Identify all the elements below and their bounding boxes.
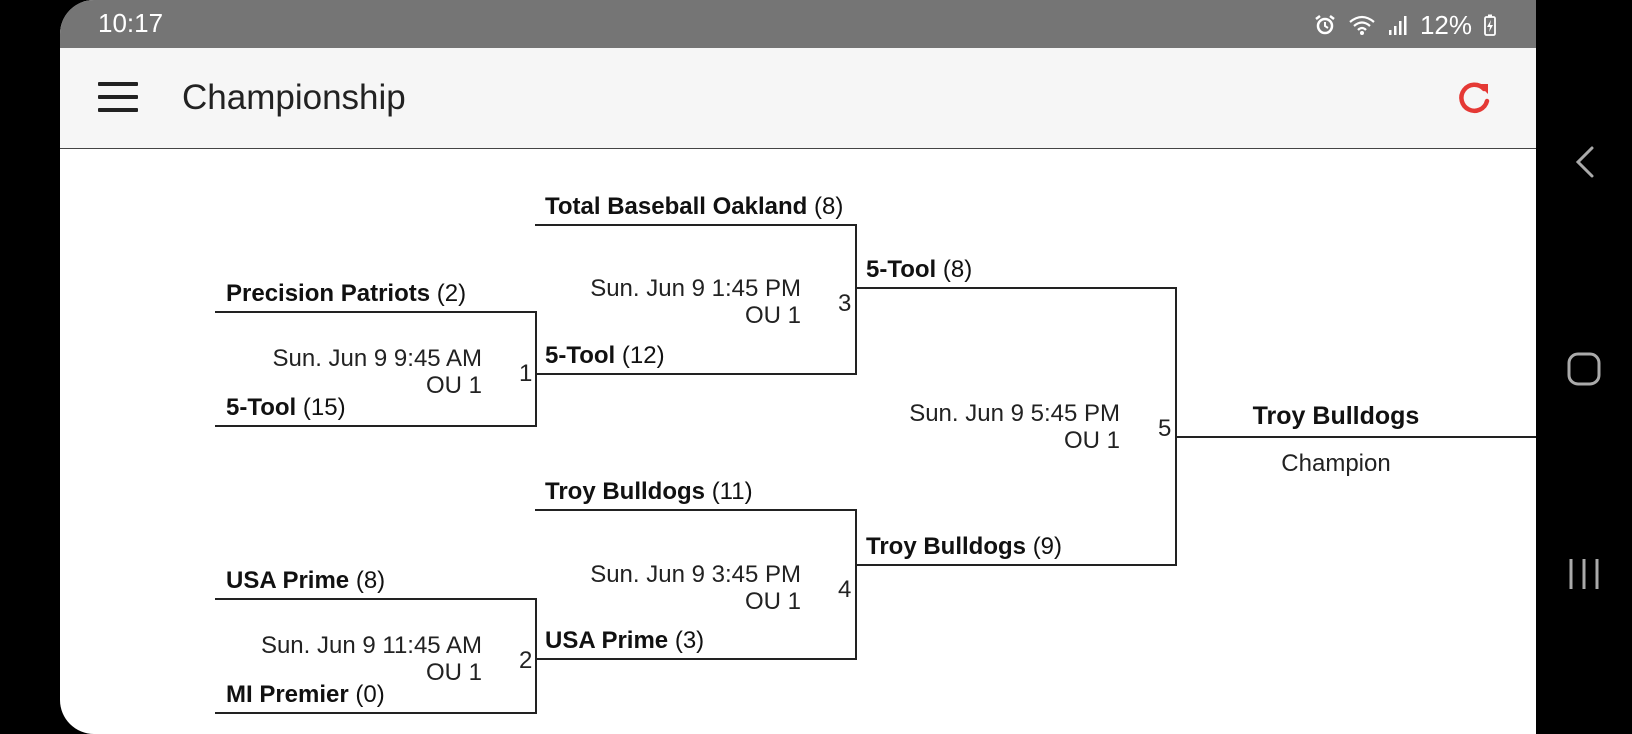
team-entry[interactable]: Troy Bulldogs (9) (866, 533, 1062, 561)
game-4-connector (855, 509, 857, 660)
game-number: 3 (838, 290, 852, 317)
game-5-top-line (855, 287, 1177, 289)
phone-screen: 10:17 12% (60, 0, 1536, 734)
team-entry[interactable]: 5-Tool (12) (545, 342, 665, 370)
game-5-connector (1175, 287, 1177, 566)
team-score: (12) (621, 342, 665, 369)
status-time: 10:17 (98, 8, 164, 38)
game-number: 1 (519, 360, 533, 387)
game-number: 5 (1158, 415, 1172, 442)
battery-charging-icon (1484, 14, 1496, 36)
team-name: USA Prime (226, 567, 350, 594)
team-entry[interactable]: Precision Patriots (2) (226, 280, 466, 308)
refresh-icon[interactable] (1454, 78, 1494, 118)
status-bar: 10:17 12% (60, 0, 1536, 48)
team-score: (9) (1032, 533, 1063, 560)
team-entry[interactable]: MI Premier (0) (226, 681, 385, 709)
team-score: (0) (355, 681, 385, 708)
game-3-connector (855, 224, 857, 375)
game-1-top-line (215, 311, 537, 313)
game-2-bottom-line (215, 712, 537, 714)
team-score: (15) (302, 394, 346, 421)
team-name: 5-Tool (866, 256, 937, 283)
team-entry[interactable]: USA Prime (3) (545, 627, 704, 655)
alarm-icon (1315, 15, 1335, 35)
signal-icon (1388, 16, 1407, 35)
game-info[interactable]: Sun. Jun 9 11:45 AM OU 1 (261, 632, 482, 686)
tournament-bracket: Precision Patriots (2) 5-Tool (15) Sun. … (60, 150, 1536, 734)
team-score: (8) (813, 193, 844, 220)
team-entry[interactable]: 5-Tool (15) (226, 394, 346, 422)
game-info[interactable]: Sun. Jun 9 1:45 PM OU 1 (590, 275, 801, 329)
game-number: 4 (838, 576, 852, 603)
champion-name[interactable]: Troy Bulldogs (1252, 402, 1420, 430)
game-info[interactable]: Sun. Jun 9 5:45 PM OU 1 (909, 400, 1120, 454)
team-name: MI Premier (226, 681, 349, 708)
game-location: OU 1 (1063, 427, 1120, 454)
game-location: OU 1 (425, 659, 482, 686)
team-name: USA Prime (545, 627, 669, 654)
game-location: OU 1 (425, 372, 482, 399)
app-bar: Championship (60, 48, 1536, 149)
champion-line (1175, 436, 1536, 438)
status-icons: 12% (1314, 10, 1496, 40)
navigation-bar (1536, 0, 1632, 734)
team-entry[interactable]: USA Prime (8) (226, 567, 385, 595)
recents-icon[interactable] (1536, 544, 1632, 604)
champion-label: Champion (1281, 450, 1391, 477)
team-score: (11) (711, 478, 753, 505)
team-name: Precision Patriots (226, 280, 431, 307)
back-icon[interactable] (1536, 132, 1632, 192)
game-info[interactable]: Sun. Jun 9 3:45 PM OU 1 (590, 561, 801, 615)
team-entry[interactable]: Total Baseball Oakland (8) (545, 193, 843, 221)
team-entry[interactable]: 5-Tool (8) (866, 256, 972, 284)
team-score: (3) (674, 627, 705, 654)
game-4-top-line (535, 509, 857, 511)
game-1-bottom-line (215, 425, 537, 427)
game-1-connector (535, 311, 537, 427)
game-2-connector (535, 598, 537, 714)
game-location: OU 1 (744, 588, 801, 615)
game-date: Sun. Jun 9 3:45 PM (590, 561, 801, 588)
battery-percentage: 12% (1419, 9, 1472, 40)
hamburger-menu-icon[interactable] (98, 82, 138, 112)
game-5-bottom-line (855, 564, 1177, 566)
page-title: Championship (182, 78, 406, 117)
game-date: Sun. Jun 9 9:45 AM (272, 345, 482, 372)
team-name: 5-Tool (545, 342, 616, 369)
game-date: Sun. Jun 9 5:45 PM (909, 400, 1120, 427)
team-name: Total Baseball Oakland (545, 193, 808, 220)
game-4-bottom-line (535, 658, 857, 660)
game-date: Sun. Jun 9 11:45 AM (260, 632, 482, 659)
game-2-top-line (215, 598, 537, 600)
game-info[interactable]: Sun. Jun 9 9:45 AM OU 1 (273, 345, 482, 399)
team-score: (8) (355, 567, 386, 594)
game-date: Sun. Jun 9 1:45 PM (590, 275, 801, 302)
wifi-icon (1349, 15, 1375, 35)
game-number: 2 (519, 647, 533, 674)
team-score: (2) (436, 280, 467, 307)
team-score: (8) (942, 256, 973, 283)
team-entry[interactable]: Troy Bulldogs (11) (545, 478, 753, 506)
team-name: 5-Tool (226, 394, 297, 421)
game-3-top-line (535, 224, 857, 226)
team-name: Troy Bulldogs (545, 478, 706, 505)
home-icon[interactable] (1536, 339, 1632, 399)
game-3-bottom-line (535, 373, 857, 375)
team-name: Troy Bulldogs (866, 533, 1027, 560)
game-location: OU 1 (744, 302, 801, 329)
